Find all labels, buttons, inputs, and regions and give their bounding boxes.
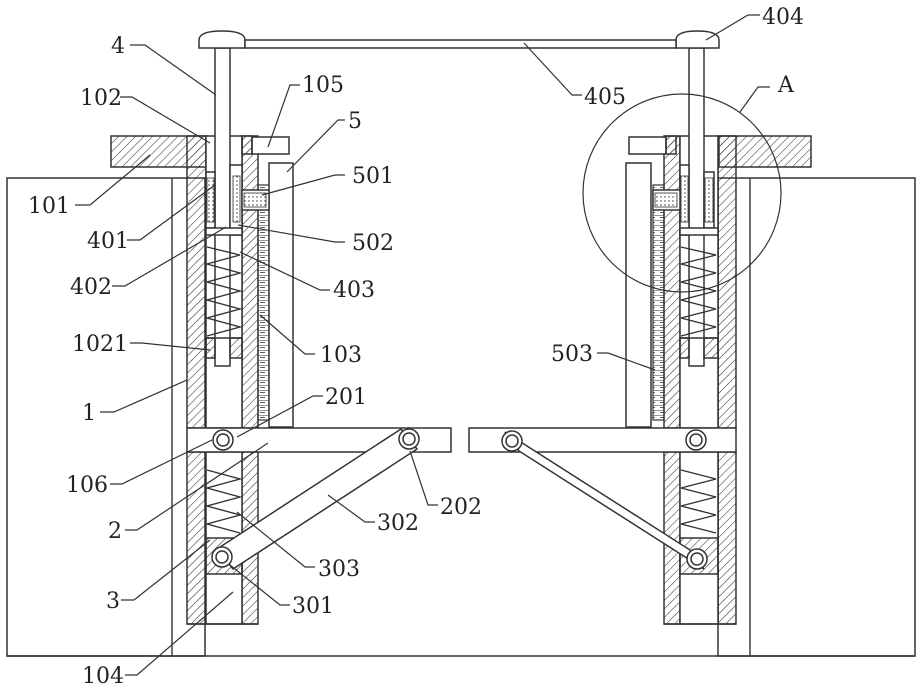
label-4: 4 [111,34,125,59]
label-3: 3 [106,589,120,614]
label-201: 201 [325,385,367,410]
label-202: 202 [440,495,482,520]
label-a: A [777,73,795,98]
label-102: 102 [80,86,122,111]
label-403: 403 [333,278,375,303]
label-405: 405 [584,85,626,110]
label-1: 1 [82,401,96,426]
label-301: 301 [292,594,334,619]
label-401: 401 [87,229,129,254]
label-5: 5 [348,109,362,134]
label-106: 106 [66,473,108,498]
label-105: 105 [302,73,344,98]
label-503: 503 [551,342,593,367]
label-501: 501 [352,164,394,189]
label-1021: 1021 [72,332,128,357]
label-101: 101 [28,194,70,219]
cross-beams [187,428,736,452]
label-2: 2 [108,519,122,544]
label-104: 104 [82,664,124,689]
label-302: 302 [377,511,419,536]
label-303: 303 [318,557,360,582]
base-body [7,178,915,656]
label-404: 404 [762,5,804,30]
label-402: 402 [70,275,112,300]
label-502: 502 [352,231,394,256]
sliders [206,538,718,574]
label-103: 103 [320,343,362,368]
